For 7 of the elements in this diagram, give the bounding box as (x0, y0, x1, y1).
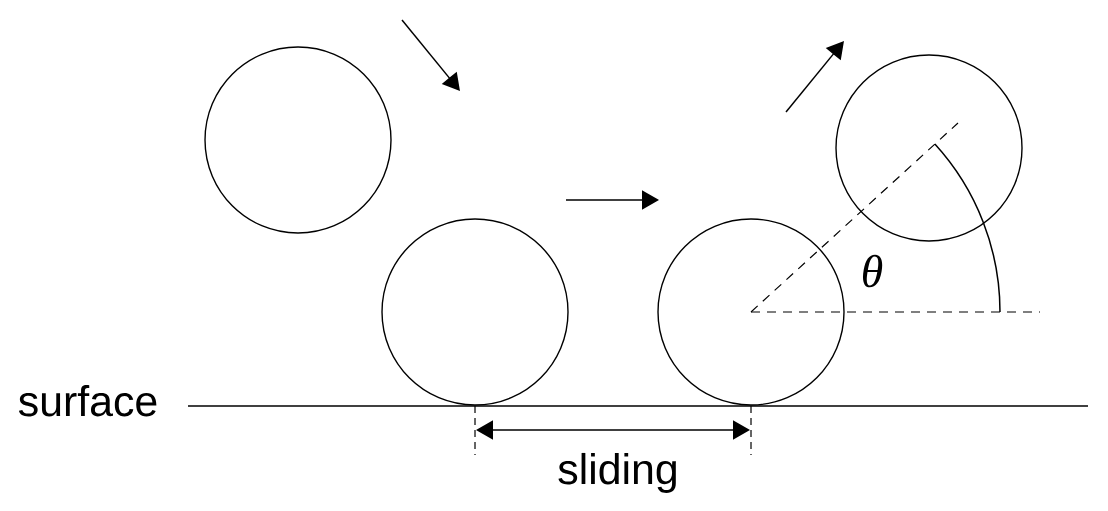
circle (657, 218, 845, 406)
surface-label: surface (18, 385, 157, 417)
circle (381, 218, 569, 406)
angle-label: θ (863, 254, 883, 288)
dimension-label: sliding (558, 452, 676, 493)
circle (835, 54, 1023, 242)
circle (204, 46, 392, 234)
